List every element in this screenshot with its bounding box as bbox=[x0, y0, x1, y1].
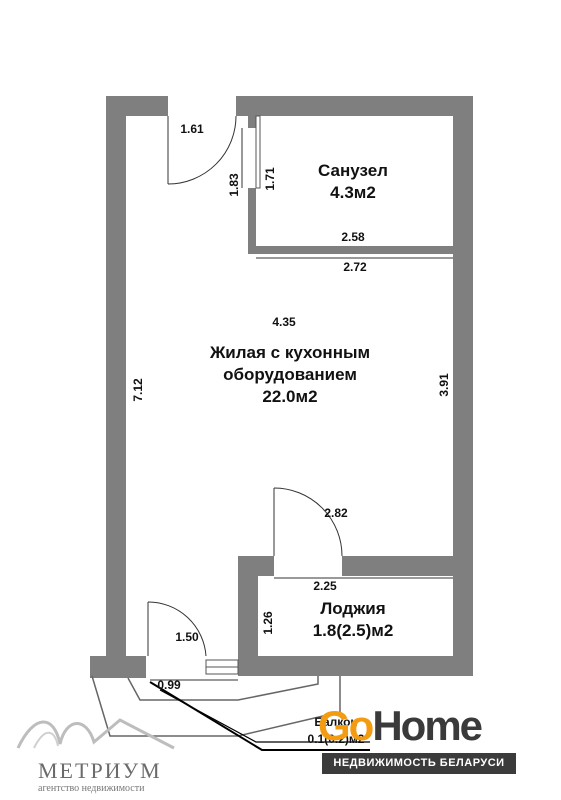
room-loggia-area: 1.8(2.5)м2 bbox=[312, 621, 394, 641]
dim-balcony-width: 0.99 bbox=[157, 678, 181, 692]
wall-loggia-bottom bbox=[238, 656, 473, 676]
wall-bath-bottom bbox=[248, 246, 453, 254]
walls bbox=[90, 96, 473, 678]
dim-corridor-right: 1.71 bbox=[263, 167, 277, 191]
room-living-name-2: оборудованием bbox=[223, 365, 357, 385]
wall-loggia-top-right bbox=[342, 556, 473, 576]
balcony-inner bbox=[127, 676, 319, 701]
room-loggia: Лоджия 1.8(2.5)м2 bbox=[313, 598, 394, 642]
room-bathroom: Санузел 4.3м2 bbox=[318, 160, 388, 204]
dim-living-top: 2.72 bbox=[343, 260, 367, 274]
wall-bath-left bbox=[248, 188, 256, 254]
wall-bath-stub bbox=[248, 116, 256, 128]
wall-loggia-left bbox=[238, 556, 258, 676]
dim-living-left: 7.12 bbox=[131, 378, 145, 402]
dim-loggia-width: 2.25 bbox=[313, 579, 337, 593]
metrium-subtitle: агентство недвижимости bbox=[38, 783, 145, 794]
dim-entrance-width: 1.61 bbox=[180, 122, 204, 136]
dim-bathroom-width: 2.58 bbox=[341, 230, 365, 244]
balcony-door-swing bbox=[147, 601, 207, 657]
room-bathroom-name: Санузел bbox=[318, 161, 388, 180]
room-living-area: 22.0м2 bbox=[262, 387, 318, 407]
dim-loggia-depth: 1.26 bbox=[261, 611, 275, 635]
gohome-tagline: НЕДВИЖИМОСТЬ БЕЛАРУСИ bbox=[322, 753, 516, 774]
dim-loggia-door: 2.82 bbox=[324, 506, 348, 520]
wall-loggia-right bbox=[453, 556, 473, 676]
gohome-logo: GoHome bbox=[318, 702, 483, 750]
doors bbox=[147, 115, 343, 657]
wall-bottom-left bbox=[90, 656, 146, 678]
room-balcony-area: 0.1(0.2)м2 bbox=[307, 732, 365, 747]
balcony-leader-2 bbox=[159, 689, 370, 743]
windows bbox=[205, 115, 261, 675]
room-balcony: Балкон 0.1(0.2)м2 bbox=[308, 714, 365, 749]
dim-living-right: 3.91 bbox=[437, 373, 451, 397]
gohome-go: Go bbox=[318, 702, 374, 749]
metrium-logo-icon bbox=[16, 718, 175, 750]
loggia-door-swing bbox=[273, 487, 343, 557]
metrium-name: МЕТРИУМ bbox=[38, 758, 162, 783]
wall-left bbox=[106, 96, 126, 658]
entrance-door-swing bbox=[167, 115, 237, 185]
room-balcony-name: Балкон bbox=[314, 715, 358, 729]
gohome-home: Home bbox=[372, 702, 483, 749]
room-living-name-1: Жилая с кухонным bbox=[209, 343, 371, 362]
room-loggia-name: Лоджия bbox=[320, 599, 386, 618]
room-bathroom-area: 4.3м2 bbox=[330, 183, 376, 203]
wall-right bbox=[453, 96, 473, 576]
wall-top-right bbox=[236, 96, 473, 116]
dim-living-mid: 4.35 bbox=[272, 315, 296, 329]
bath-door-frame bbox=[255, 115, 261, 189]
dimension-lines bbox=[150, 128, 453, 681]
room-living: Жилая с кухонным оборудованием 22.0м2 bbox=[210, 342, 370, 408]
dim-corridor-left: 1.83 bbox=[227, 173, 241, 197]
dim-balcony-door: 1.50 bbox=[175, 630, 199, 644]
